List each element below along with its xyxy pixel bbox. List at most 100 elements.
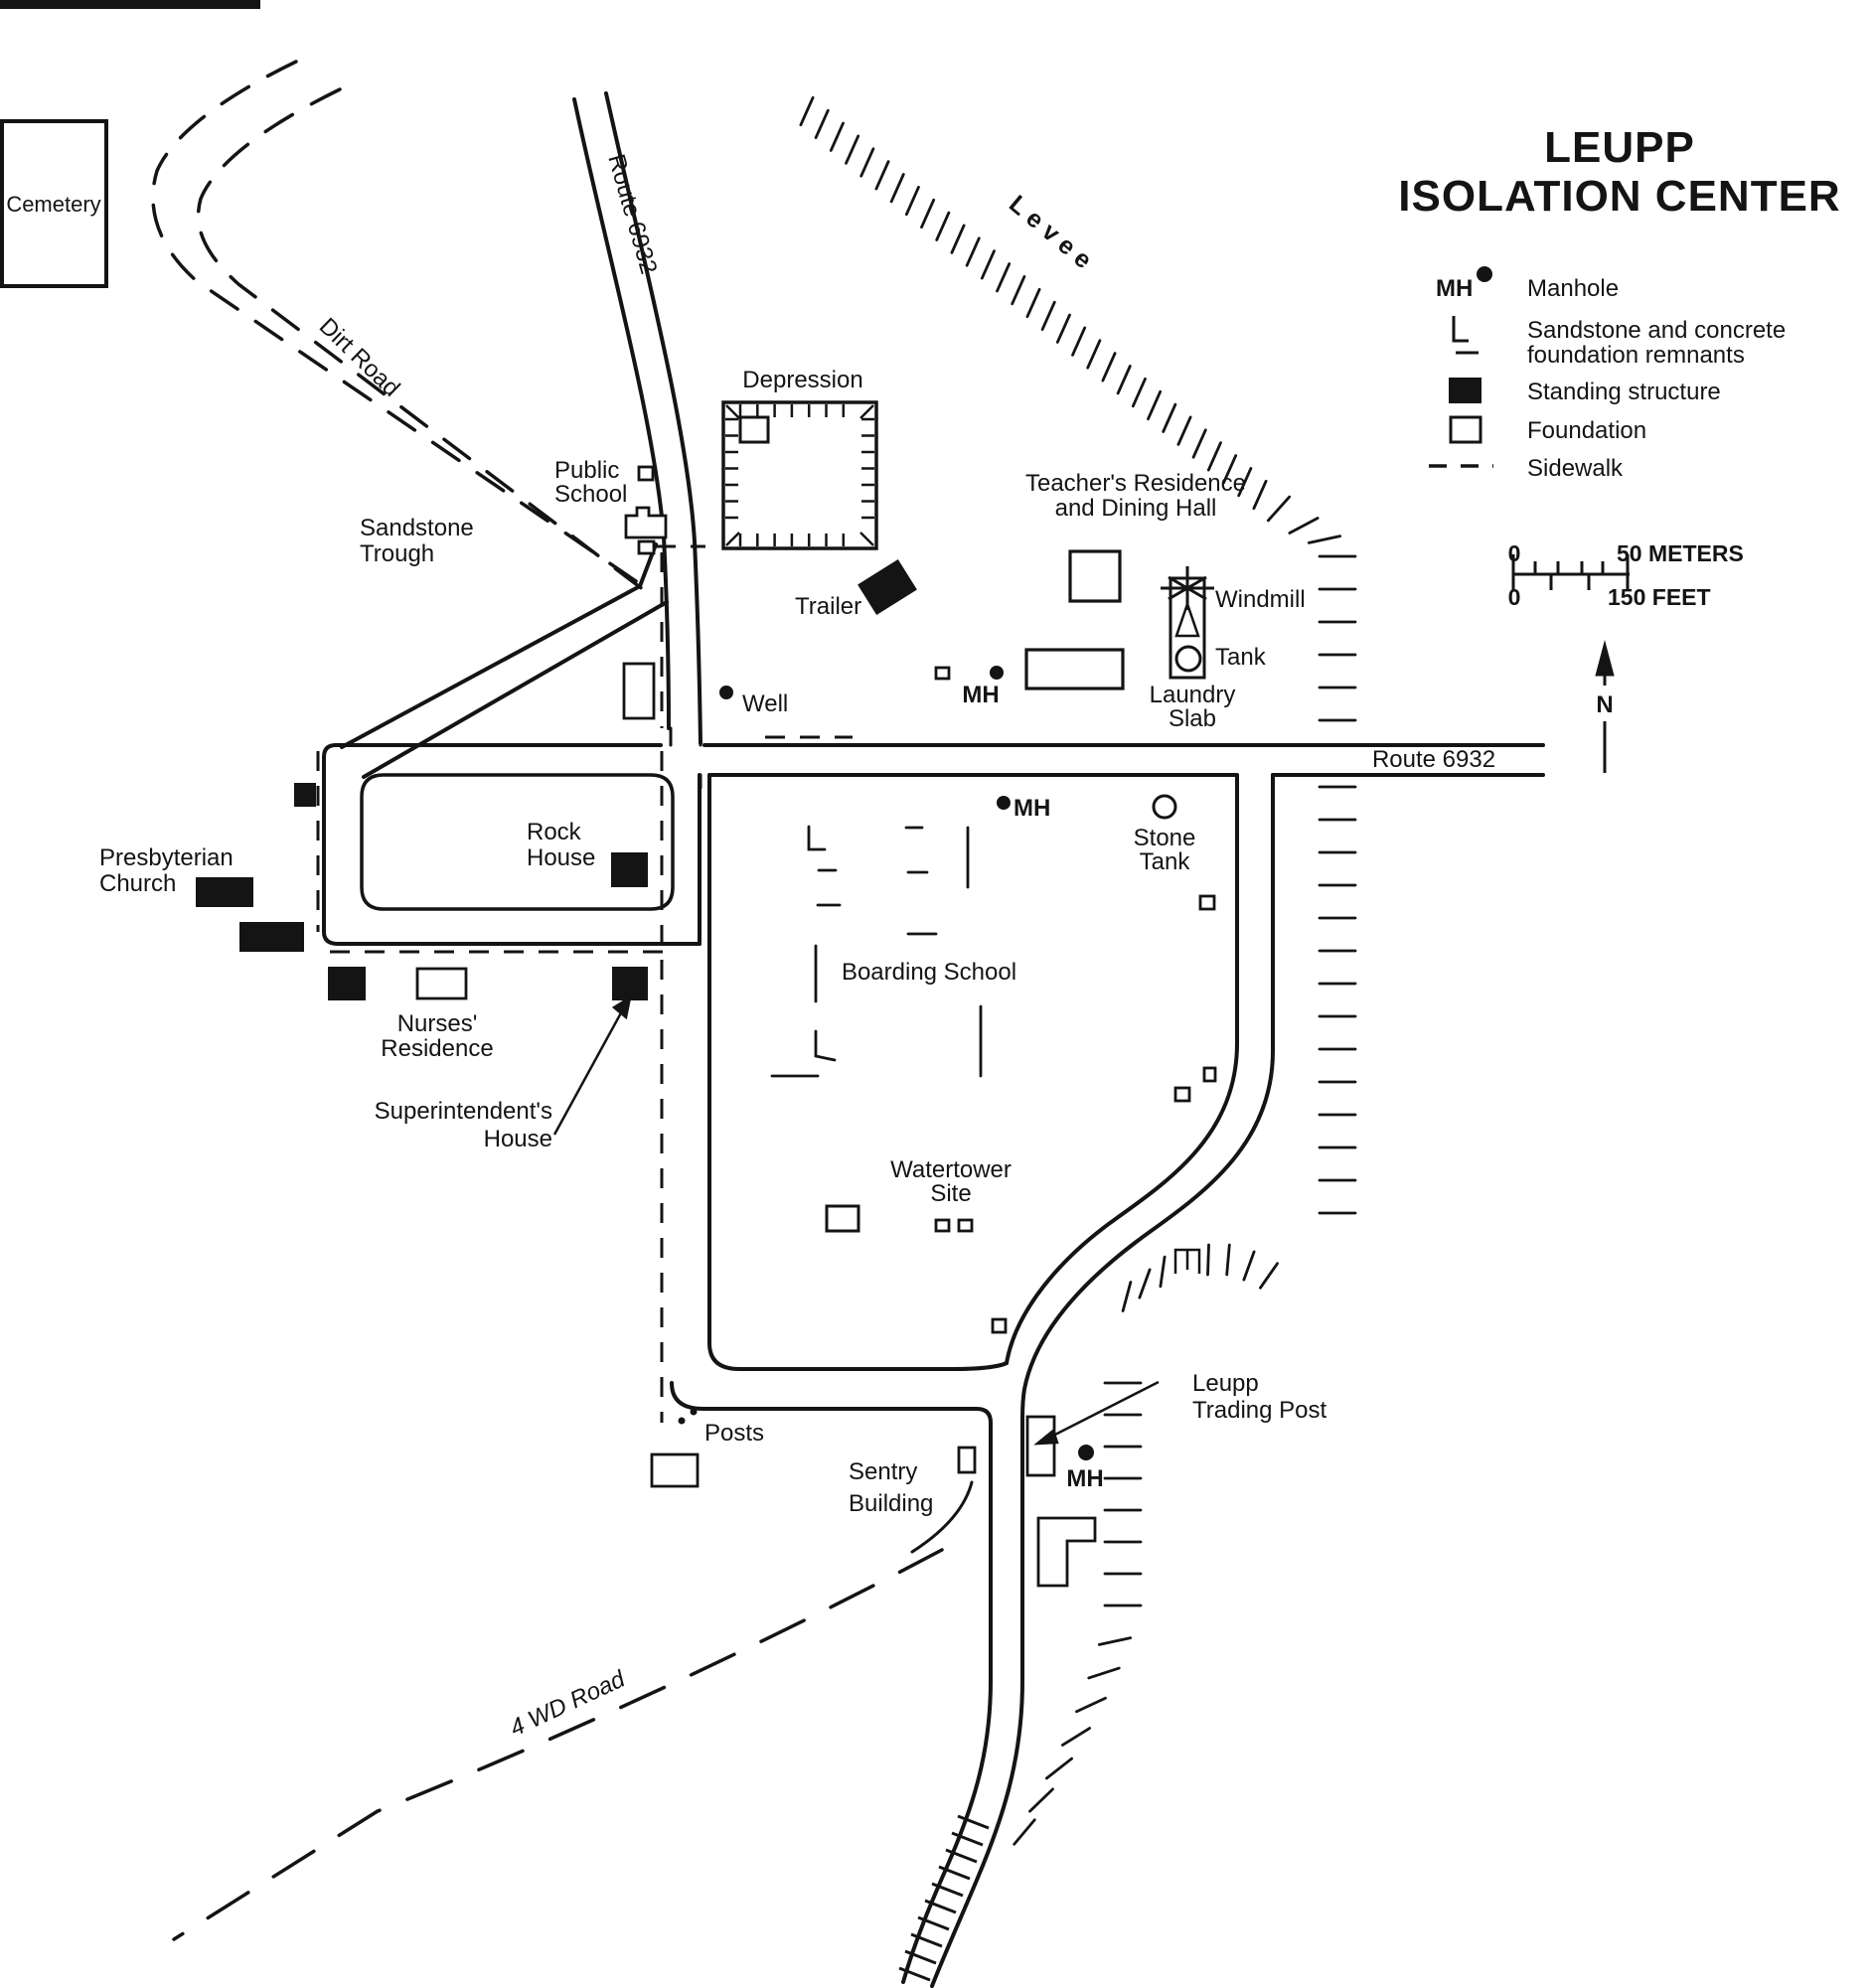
hatch-tick	[965, 236, 981, 267]
hatch-tick	[904, 185, 920, 217]
hatch-tick	[1138, 1268, 1152, 1300]
standing-structures	[196, 559, 917, 1000]
legend-standing-icon	[1449, 378, 1482, 403]
hatch-tick	[1116, 365, 1132, 395]
trailer-structure	[858, 559, 917, 615]
legend-mh-symbol: MH	[1436, 275, 1473, 302]
rock-house-label-2: House	[527, 844, 595, 871]
laundry-slab-label-2: Slab	[1169, 705, 1216, 732]
trading-post-building	[1025, 1415, 1056, 1477]
l-shaped-building	[1036, 1516, 1097, 1588]
hatch-tick	[1176, 415, 1192, 446]
mh-label-teachers: MH	[962, 682, 999, 708]
posts-dot-1	[678, 1417, 686, 1425]
posts-foundation	[650, 1453, 700, 1488]
road-network	[322, 91, 1545, 1988]
levee-label: Levee	[1004, 190, 1102, 279]
laundry-slab-label-1: Laundry	[1150, 682, 1236, 708]
sentry-foundation	[957, 1446, 977, 1474]
structure-sw	[328, 967, 366, 1000]
mh-label-boarding: MH	[1014, 795, 1050, 822]
hatch-tick	[1131, 377, 1147, 408]
south-boundary-road	[670, 1381, 993, 1984]
boarding-block-west-edge	[707, 773, 1009, 1371]
4wd-road	[172, 1548, 944, 1941]
legend-foundation-label: Foundation	[1527, 417, 1646, 444]
teachers-residence-label-2: and Dining Hall	[1055, 495, 1217, 522]
hatch-tick	[950, 224, 966, 254]
posts-label: Posts	[704, 1420, 764, 1447]
hatch-tick	[1222, 454, 1238, 485]
public-school-label-2: School	[554, 481, 627, 508]
foundation-block-s	[991, 1317, 1008, 1334]
mh-dot-boarding	[997, 796, 1011, 810]
legend-manhole-dot	[1477, 266, 1492, 282]
nurses-residence-label-2: Residence	[381, 1035, 493, 1062]
hatch-tick	[1206, 441, 1222, 472]
leupp-trading-post-label-2: Trading Post	[1192, 1397, 1327, 1424]
sentry-building-label-1: Sentry	[849, 1458, 917, 1485]
dirt-road	[151, 60, 654, 598]
s-curve-west	[1005, 773, 1239, 1365]
hatch-tick	[1147, 389, 1163, 421]
trackside-arc	[910, 1480, 974, 1554]
hatch-tick	[1025, 287, 1041, 319]
trailer-label: Trailer	[795, 593, 861, 620]
legend-remnants-line1: Sandstone and concrete	[1527, 317, 1786, 344]
windmill-icon	[1161, 566, 1214, 610]
watertower-site-label-1: Watertower	[890, 1156, 1012, 1183]
hatch-tick	[1191, 428, 1207, 459]
hatch-tick	[1252, 479, 1268, 511]
mh-dot-teachers	[990, 666, 1004, 680]
hatch-tick	[725, 404, 740, 419]
sandstone-trough-label-2: Trough	[360, 540, 434, 567]
watertower-sm1	[934, 1218, 951, 1233]
superintendents-house-structure	[612, 967, 648, 1000]
scale-meters-label: 50 METERS	[1617, 540, 1744, 566]
route-6932-north-west-edge	[572, 97, 671, 730]
cemetery-outline	[0, 119, 108, 288]
diagonal-road-lower	[362, 600, 669, 779]
legend: MH Manhole Sandstone and concrete founda…	[1429, 266, 1786, 482]
legend-remnant-l-icon	[1452, 316, 1469, 343]
well-label: Well	[742, 690, 788, 717]
watertower-sm2	[957, 1218, 974, 1233]
hatch-tick	[1121, 1281, 1133, 1312]
sentry-building-label-2: Building	[849, 1490, 933, 1517]
north-label: N	[1596, 691, 1613, 718]
hatch-tick	[725, 532, 740, 546]
scale-bar	[1511, 554, 1630, 590]
hatch-tick	[889, 173, 905, 204]
hatch-tick	[859, 404, 874, 419]
watertower-foundation	[825, 1204, 860, 1233]
windmill-label: Windmill	[1215, 586, 1306, 613]
hatch-tick	[1087, 1666, 1121, 1680]
legend-standing-label: Standing structure	[1527, 379, 1721, 405]
dirt-road-label: Dirt Road	[314, 313, 405, 402]
point-symbols	[678, 666, 1177, 1460]
hatch-tick	[996, 262, 1012, 293]
presbyterian-church-label-2: Church	[99, 870, 176, 897]
hatch-tick	[1097, 1636, 1133, 1646]
map-title-line2: ISOLATION CENTER	[1398, 172, 1840, 221]
hatch-tick	[1071, 326, 1087, 357]
hatch-tick	[1028, 1787, 1054, 1813]
church-structure-1	[196, 877, 253, 907]
depression-label: Depression	[742, 367, 862, 393]
hatch-tick	[1162, 402, 1177, 433]
route-6932-east-label: Route 6932	[1372, 746, 1495, 773]
hatch-tick	[1288, 517, 1320, 535]
hatch-tick	[1086, 339, 1102, 370]
north-arrow	[1595, 640, 1615, 773]
hatch-tick	[1242, 1250, 1256, 1282]
legend-foundation-icon	[1449, 415, 1482, 444]
hatch-tick	[935, 211, 951, 241]
well-dot	[719, 686, 733, 699]
nurses-residence-foundation	[415, 967, 468, 1000]
structure-loop-nw	[294, 783, 316, 807]
scale-feet-zero: 0	[1508, 584, 1521, 610]
hatch-tick	[1225, 1243, 1231, 1277]
hatch-tick	[1258, 1262, 1280, 1290]
hatch-tick	[1061, 1727, 1091, 1747]
legend-remnants-line2: foundation remnants	[1527, 342, 1745, 369]
